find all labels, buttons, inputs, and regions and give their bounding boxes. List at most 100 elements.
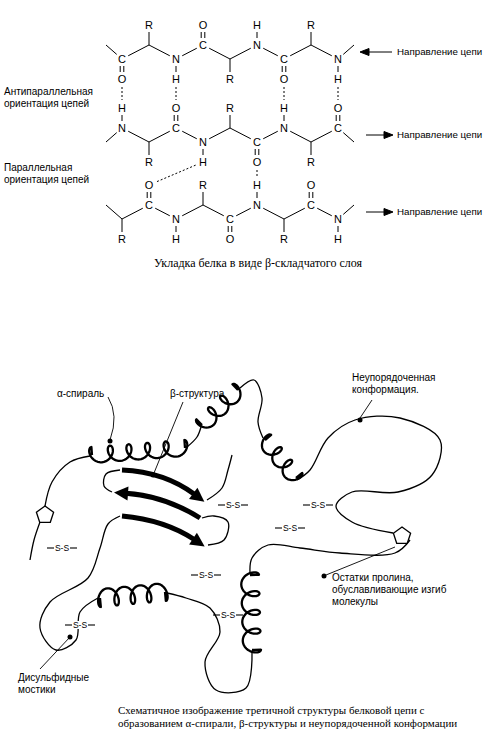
atom-symbol: H bbox=[280, 103, 288, 114]
orientation-label: Параллельная ориентация цепей bbox=[4, 162, 114, 186]
double-bond bbox=[309, 192, 310, 198]
atom-symbol: R bbox=[145, 20, 153, 31]
double-bond bbox=[174, 115, 175, 121]
atom-symbol: C bbox=[307, 200, 315, 211]
direction-arrow bbox=[368, 52, 392, 53]
random-coil bbox=[187, 427, 201, 447]
atom-symbol: R bbox=[118, 234, 126, 245]
backbone-bond bbox=[230, 48, 251, 59]
atom-symbol: N bbox=[199, 137, 207, 148]
hydrogen-bond bbox=[284, 87, 285, 100]
atom-symbol: R bbox=[307, 20, 315, 31]
atom-symbol: H bbox=[172, 74, 180, 85]
backbone-bond bbox=[106, 205, 122, 219]
alpha-helix bbox=[262, 434, 303, 480]
beta-arrowhead bbox=[114, 486, 128, 500]
atom-symbol: C bbox=[280, 54, 288, 65]
side-bond bbox=[149, 32, 150, 45]
atom-symbol: O bbox=[172, 103, 181, 114]
side-bond bbox=[311, 32, 312, 45]
backbone-bond bbox=[263, 48, 278, 56]
backbone-bond bbox=[182, 205, 203, 216]
double-bond bbox=[201, 32, 202, 38]
random-coil bbox=[30, 522, 40, 560]
leader-line bbox=[40, 637, 70, 669]
random-coil bbox=[103, 470, 120, 492]
atom-symbol: O bbox=[253, 157, 262, 168]
side-bond bbox=[338, 226, 339, 232]
leader-line bbox=[154, 402, 183, 473]
disulfide-label: S-S bbox=[220, 611, 236, 620]
side-bond bbox=[176, 66, 177, 72]
backbone-bond bbox=[317, 208, 332, 216]
double-bond bbox=[258, 149, 259, 155]
side-bond bbox=[203, 192, 204, 205]
atom-symbol: N bbox=[172, 54, 180, 65]
beta-arrowhead bbox=[189, 533, 205, 547]
backbone-bond bbox=[311, 45, 332, 56]
backbone-bond bbox=[290, 45, 311, 56]
alpha-helix bbox=[98, 584, 168, 607]
atom-symbol: O bbox=[118, 74, 127, 85]
leader-dot bbox=[322, 574, 327, 579]
backbone-bond bbox=[230, 128, 251, 139]
alpha-helix bbox=[241, 572, 261, 652]
double-bond bbox=[204, 32, 205, 38]
double-bond bbox=[339, 115, 340, 121]
atom-symbol: H bbox=[199, 157, 207, 168]
hydrogen-bond bbox=[338, 87, 339, 100]
orientation-label: Антипараллельная ориентация цепей bbox=[4, 86, 114, 110]
atom-symbol: C bbox=[145, 200, 153, 211]
arrowhead bbox=[384, 209, 393, 216]
backbone-bond bbox=[128, 45, 149, 56]
leader-line bbox=[108, 397, 114, 440]
backbone-bond bbox=[149, 131, 170, 142]
direction-label: Направление цепи bbox=[397, 206, 482, 218]
part-label: β-структура bbox=[170, 388, 224, 400]
random-coil bbox=[202, 516, 229, 545]
atom-symbol: H bbox=[118, 103, 126, 114]
hydrogen-bond bbox=[122, 87, 123, 100]
side-bond bbox=[257, 32, 258, 38]
double-bond bbox=[177, 115, 178, 121]
beta-strand bbox=[122, 470, 195, 495]
direction-arrow bbox=[366, 135, 385, 136]
atom-symbol: O bbox=[199, 20, 208, 31]
atom-symbol: R bbox=[145, 157, 153, 168]
disulfide-label: S-S bbox=[225, 501, 241, 510]
random-coil bbox=[45, 456, 90, 506]
tertiary-structure bbox=[30, 380, 441, 693]
side-bond bbox=[230, 59, 231, 72]
direction-label: Направление цепи bbox=[397, 46, 482, 58]
backbone-bond bbox=[203, 205, 224, 216]
double-bond bbox=[150, 192, 151, 198]
atom-symbol: O bbox=[307, 180, 316, 191]
alpha-helix bbox=[89, 440, 187, 462]
disulfide-label: S-S bbox=[54, 544, 70, 553]
leader-line bbox=[360, 400, 372, 418]
side-bond bbox=[203, 149, 204, 155]
figure-caption: Укладка белка в виде β-складчатого слоя bbox=[154, 256, 362, 270]
atom-symbol: O bbox=[280, 74, 289, 85]
random-coil bbox=[240, 380, 263, 438]
direction-arrows bbox=[360, 49, 393, 216]
part-label: Неупорядоченная конформация. bbox=[352, 372, 477, 396]
double-bond bbox=[285, 66, 286, 72]
atom-symbol: R bbox=[226, 74, 234, 85]
side-bond bbox=[284, 115, 285, 121]
backbone-bond bbox=[155, 208, 170, 216]
double-bond bbox=[228, 226, 229, 232]
double-bond bbox=[312, 192, 313, 198]
backbone-bond bbox=[209, 128, 230, 139]
atom-symbol: C bbox=[226, 214, 234, 225]
backbone-bond bbox=[149, 45, 170, 56]
side-bond bbox=[176, 226, 177, 232]
side-bond bbox=[122, 219, 123, 232]
side-bond bbox=[311, 142, 312, 155]
hydrogen-bond bbox=[156, 165, 195, 182]
double-bond bbox=[231, 226, 232, 232]
proline-ring bbox=[393, 527, 410, 543]
backbone-bond bbox=[236, 208, 251, 216]
atom-symbol: R bbox=[280, 234, 288, 245]
backbone-bond bbox=[343, 205, 354, 214]
